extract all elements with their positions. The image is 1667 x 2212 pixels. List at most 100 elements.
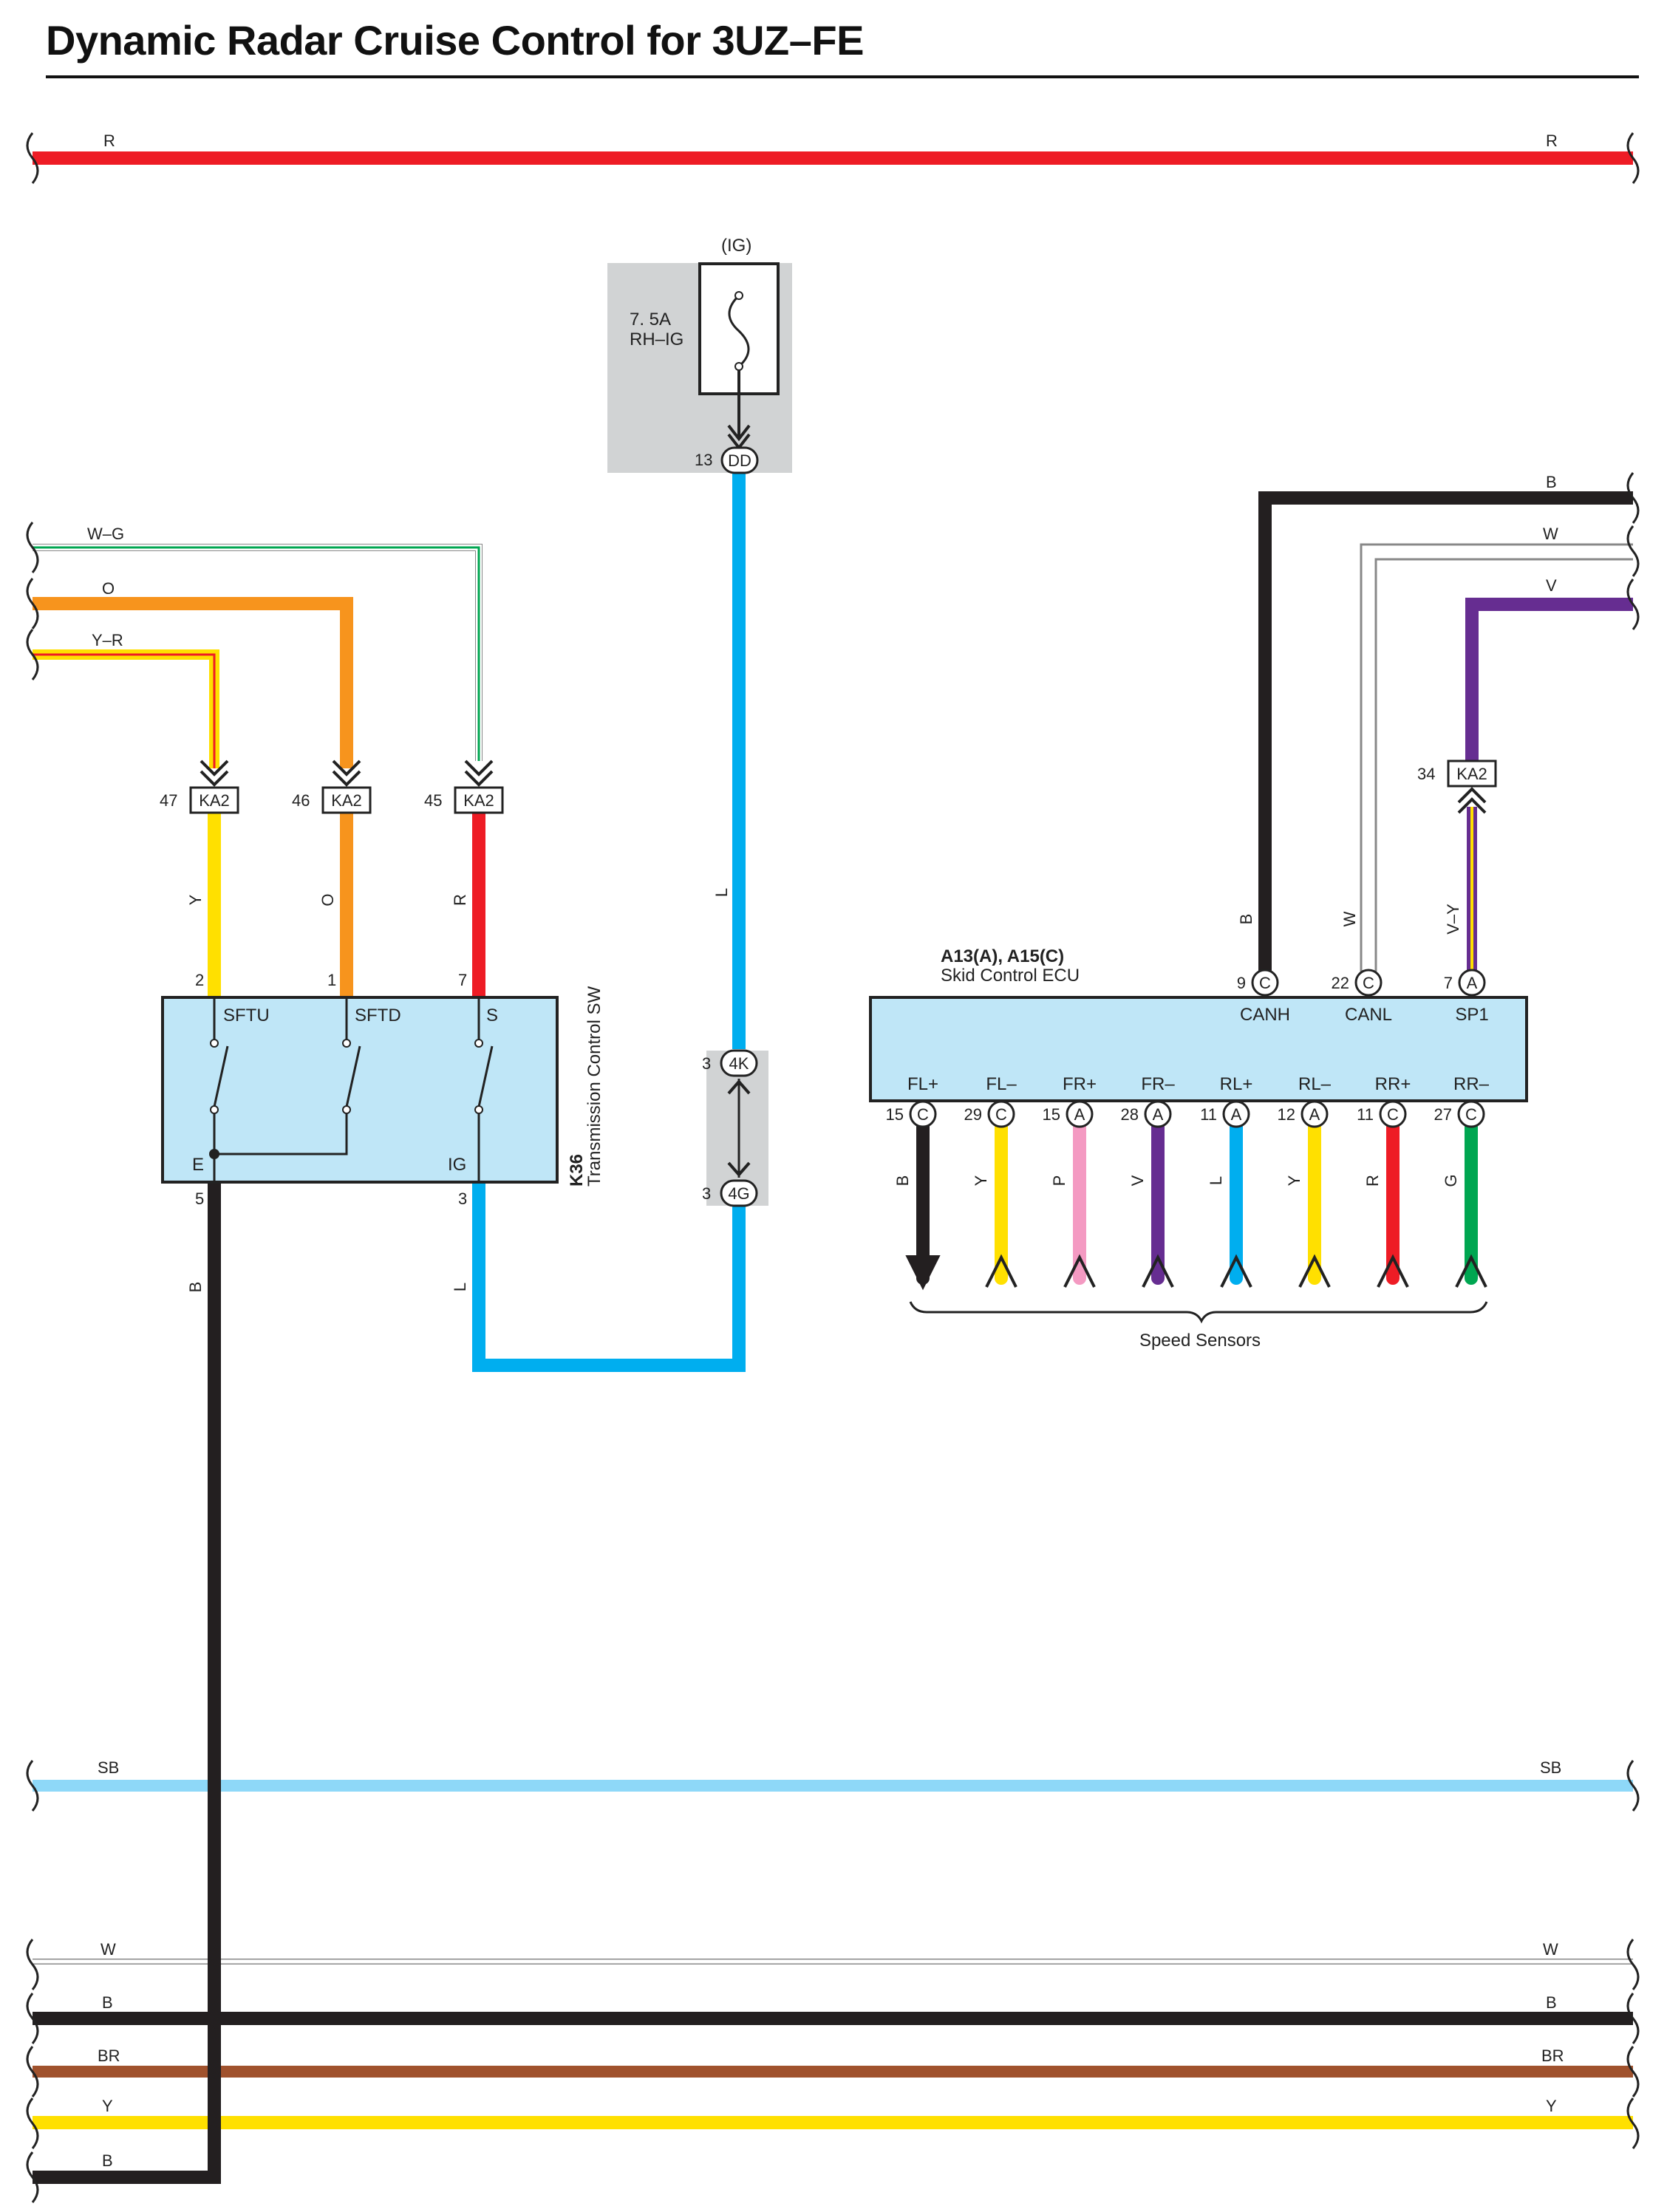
fuse-rating: 7. 5A [630, 310, 671, 330]
ecu-bottom-pin-fr-minus-number: 28 [1121, 1105, 1139, 1124]
ecu-bottom-pin-rl-plus-number: 11 [1200, 1105, 1217, 1124]
double-arrow-icon [200, 759, 229, 787]
ecu-bottom-pin-rr-minus-number: 27 [1434, 1105, 1452, 1124]
svg-text:34: 34 [1417, 765, 1435, 783]
wg-label: W–G [87, 525, 124, 543]
speed-sensors-brace [909, 1301, 1488, 1324]
ecu-bottom-pin-fl-minus-connector [987, 1100, 1015, 1128]
w-wire-canl-outline1 [1360, 543, 1633, 974]
ecu-bottom-pin-fl-plus-connector [909, 1100, 937, 1128]
o-wire-label: O [318, 893, 337, 906]
yr-wire [33, 649, 219, 768]
yr-wire-stripe [33, 653, 216, 768]
transmission-control-switch: 2 1 7 SFTU SFTD S E IG 5 3 K36 [161, 971, 604, 1208]
connector-4k-label: 4K [729, 1054, 749, 1073]
ecu-bottom-pin-fr-minus-arrow-up-icon [1142, 1254, 1174, 1288]
ecu-top-pin-sp1-number: 7 [1444, 974, 1453, 992]
canh-wire-label: B [1237, 914, 1255, 925]
break-marks [26, 132, 1640, 2203]
sp1-wire-label: V–Y [1444, 904, 1462, 935]
ecu-bottom-pin-rl-plus-arrow-up-icon [1220, 1254, 1252, 1288]
svg-text:KA2: KA2 [463, 791, 494, 810]
svg-text:1: 1 [327, 971, 336, 989]
right-w-label: W [1543, 525, 1558, 543]
ecu-bottom-pin-fr-minus-connector [1144, 1100, 1172, 1128]
svg-text:A13(A), A15(C): A13(A), A15(C) [941, 946, 1064, 966]
svg-text:S: S [486, 1006, 498, 1025]
ecu-top-pin-canh-connector [1251, 969, 1279, 997]
bus-br-label-left: BR [98, 2047, 120, 2065]
ecu-bottom-pin-fl-minus-wire-label: Y [972, 1175, 990, 1186]
svg-text:IG: IG [448, 1155, 466, 1175]
b-wire-canh [1258, 491, 1633, 974]
w-wire-canl-outline2 [1374, 558, 1633, 974]
ecu-bottom-pin-fr-plus-wire-label: P [1050, 1175, 1068, 1187]
junction-arrow-up-icon [727, 1079, 751, 1095]
junction-arrow-down-icon [727, 1161, 751, 1178]
svg-text:K36: K36 [567, 1154, 587, 1187]
fuse-icon [728, 294, 750, 368]
ecu-bottom-pin-rr-minus-connector-label: C [1465, 1105, 1477, 1124]
ecu-bottom-pins: C15FL+BC29FL–YA15FR+PA28FR–VA11RL+LA12RL… [886, 1074, 1490, 1291]
ecu-bottom-pin-rr-minus-connector [1457, 1100, 1485, 1128]
ecu-top-pin-sp1-connector-label: A [1467, 974, 1478, 992]
ecu-bottom-pin-rl-minus-number: 12 [1278, 1105, 1295, 1124]
l-wire-4g-ig [472, 1182, 746, 1372]
v-wire-ka2 [1465, 598, 1633, 761]
ecu-bottom-pin-fr-plus-label: FR+ [1063, 1074, 1097, 1094]
ecu-bottom-pin-fl-minus-connector-label: C [995, 1105, 1007, 1124]
skid-control-ecu: A13(A), A15(C) Skid Control ECU [869, 946, 1528, 1102]
ecu-bottom-pin-fl-plus-number: 15 [886, 1105, 904, 1124]
l-wire-label: L [712, 888, 731, 897]
fuse-pin: 13 [695, 451, 712, 469]
ecu-bottom-pin-rr-minus-arrow-up-icon [1455, 1254, 1487, 1288]
ecu-bottom-pin-rr-plus-number: 11 [1357, 1105, 1374, 1124]
page-title: Dynamic Radar Cruise Control for 3UZ–FE [46, 17, 864, 64]
bus-y-label-right: Y [1546, 2097, 1557, 2115]
fuse-terminal-top [734, 291, 743, 300]
o-wire [33, 597, 353, 768]
ecu-bottom-pin-rl-plus-label: RL+ [1220, 1074, 1253, 1094]
ecu-bottom-pin-fr-minus-connector-label: A [1153, 1105, 1164, 1124]
ecu-bottom-pin-fr-plus-number: 15 [1043, 1105, 1060, 1124]
ecu-bottom-pin-fl-plus-connector-label: C [917, 1105, 929, 1124]
bus-y-label-left: Y [102, 2097, 113, 2115]
ecu-bottom-pin-fr-plus-connector [1066, 1100, 1094, 1128]
ecu-top-pin-canh-connector-label: C [1259, 974, 1271, 992]
ka2-connector-34: KA2 34 [1417, 759, 1497, 814]
b-wire-e-label: B [186, 1282, 205, 1293]
ecu-bottom-pin-rl-plus-connector [1222, 1100, 1250, 1128]
fuse-name: RH–IG [630, 330, 683, 349]
ecu-top-pin-canl-connector-label: C [1363, 974, 1374, 992]
ecu-bottom-pin-fr-plus-connector-label: A [1074, 1105, 1085, 1124]
svg-text:5: 5 [195, 1189, 204, 1208]
bus-br-label-right: BR [1541, 2047, 1564, 2065]
bus-w-label-left: W [100, 1940, 116, 1959]
ecu-bottom-pin-rr-plus-arrow-up-icon [1377, 1254, 1409, 1288]
right-v-label: V [1546, 576, 1557, 595]
ecu-bottom-pin-fr-minus-wire-label: V [1128, 1175, 1147, 1186]
o-label: O [102, 579, 115, 598]
bus-b2-wire [33, 1175, 221, 2184]
ecu-bottom-pin-rl-minus-connector [1300, 1100, 1329, 1128]
ecu-bottom-pin-rr-minus-label: RR– [1453, 1074, 1490, 1094]
ecu-bottom-pin-fl-minus-arrow-up-icon [985, 1254, 1017, 1288]
connector-4g-pin: 3 [702, 1184, 711, 1203]
fuse-source-label: (IG) [721, 236, 751, 256]
ecu-bottom-pin-rl-plus-connector-label: A [1231, 1105, 1242, 1124]
svg-text:KA2: KA2 [199, 791, 230, 810]
ecu-bottom-pin-rr-plus-label: RR+ [1375, 1074, 1411, 1094]
ecu-top-pin-sp1-connector [1458, 969, 1486, 997]
svg-text:SFTD: SFTD [355, 1006, 401, 1025]
double-arrow-icon [464, 759, 494, 787]
ecu-bottom-pin-fl-plus-label: FL+ [907, 1074, 938, 1094]
double-arrow-up-icon [1457, 787, 1487, 814]
ka2-connector-47: KA2 47 [160, 759, 239, 814]
bus-w-label-right: W [1543, 1940, 1558, 1959]
connector-4g [720, 1179, 758, 1207]
ecu-bottom-pin-fr-plus-arrow-up-icon [1063, 1254, 1096, 1288]
connector-4g-label: 4G [728, 1184, 749, 1203]
svg-text:KA2: KA2 [1456, 765, 1487, 783]
ecu-bottom-pin-rl-minus-label: RL– [1298, 1074, 1332, 1094]
